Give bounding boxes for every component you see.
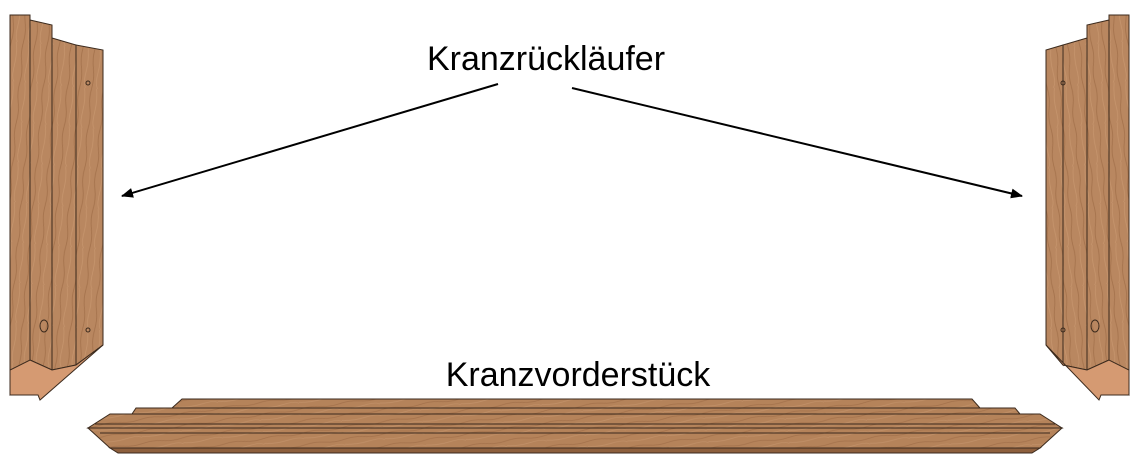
left-return-screw-hole bbox=[39, 319, 49, 333]
arrow-to-left-return bbox=[121, 83, 499, 198]
front-crown-step-2 bbox=[131, 407, 1022, 415]
label-crown-front: Kranzvorderstück bbox=[446, 356, 712, 394]
left-return-pin-hole-top bbox=[85, 80, 91, 86]
front-crown-front-face bbox=[86, 427, 1064, 449]
left-return-piece bbox=[9, 14, 104, 401]
left-return-pin-hole-bottom bbox=[85, 327, 91, 333]
left-return-layer-3 bbox=[51, 37, 77, 371]
right-return-screw-hole bbox=[1090, 319, 1100, 333]
right-return-layer-3 bbox=[1062, 37, 1088, 371]
right-return-miter bbox=[1045, 344, 1130, 401]
right-return-layer-2 bbox=[1086, 19, 1110, 371]
right-return-pin-hole-bottom bbox=[1060, 327, 1066, 333]
front-crown-top-ledge bbox=[170, 398, 982, 409]
front-crown-top-face bbox=[86, 413, 1064, 429]
left-return-layer-2 bbox=[29, 19, 53, 371]
left-return-layer-4 bbox=[75, 44, 104, 366]
right-return-piece bbox=[1045, 14, 1130, 401]
right-return-layer-4 bbox=[1045, 44, 1064, 367]
label-crown-returns: Kranzrückläufer bbox=[427, 40, 665, 78]
front-crown-piece bbox=[86, 398, 1064, 454]
left-return-miter bbox=[9, 344, 104, 401]
right-return-pin-hole-top bbox=[1060, 80, 1066, 86]
arrow-to-right-return bbox=[571, 87, 1023, 199]
front-crown-bottom-edge bbox=[108, 447, 1042, 454]
